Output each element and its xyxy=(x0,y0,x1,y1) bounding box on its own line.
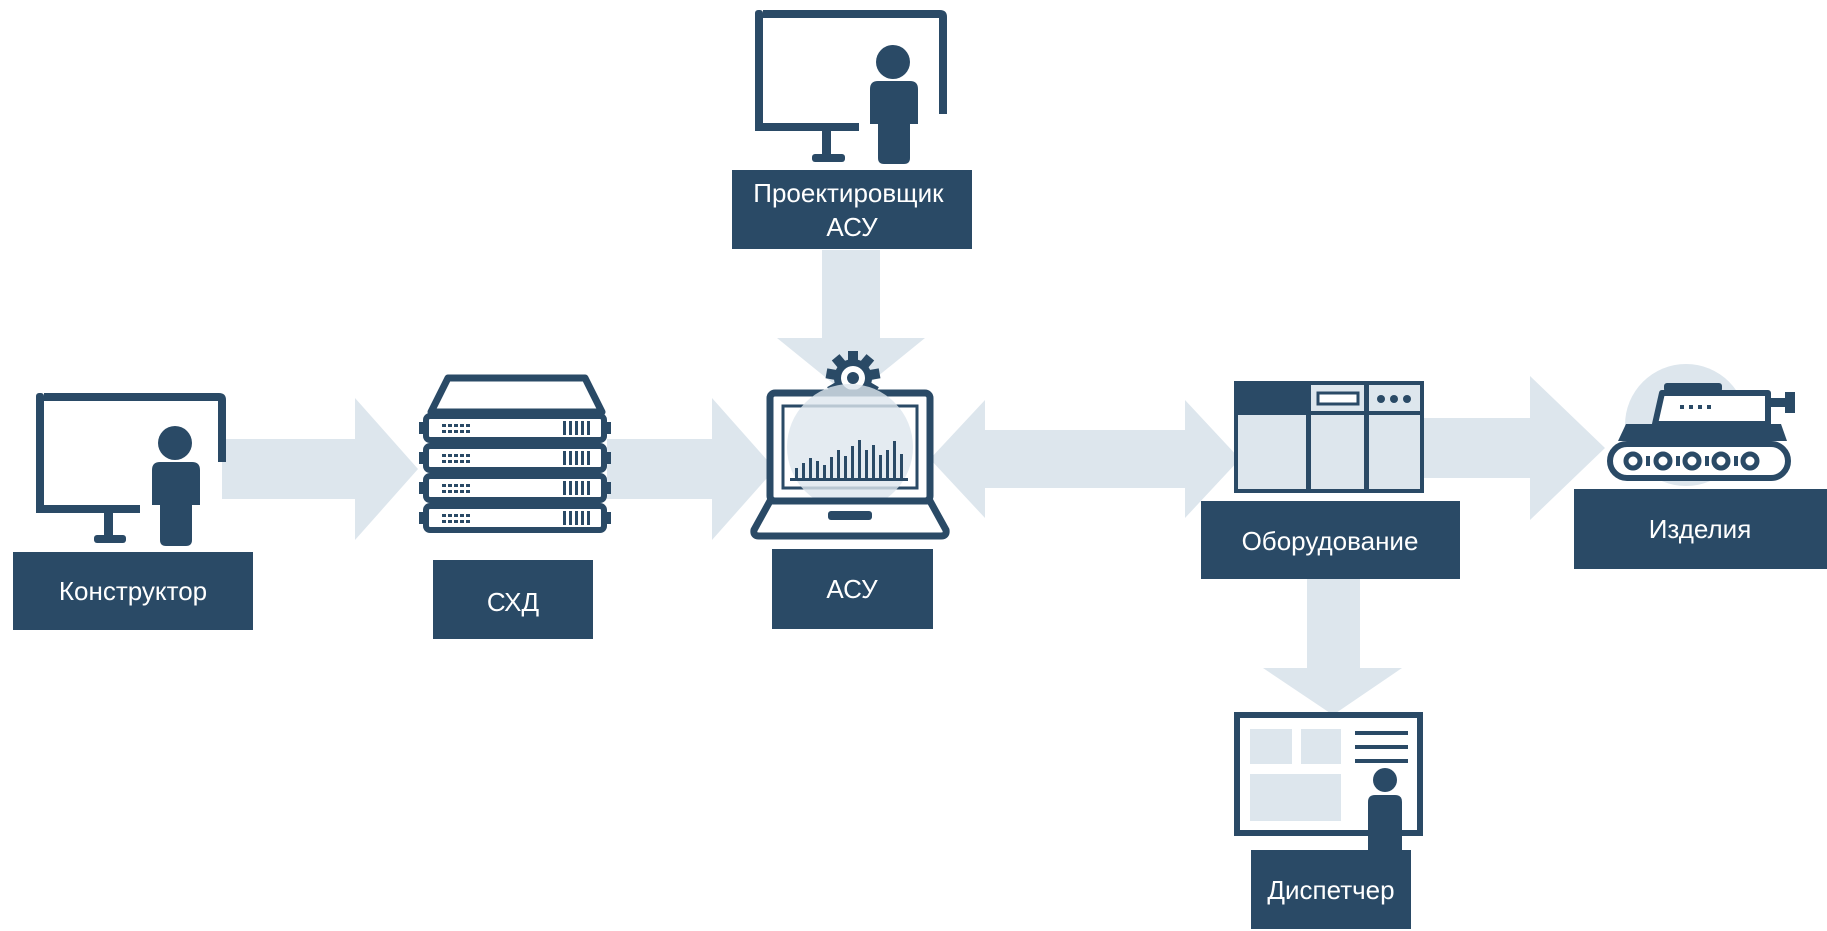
konstruktor-label: Конструктор xyxy=(59,576,207,606)
izdeliya-label-box xyxy=(1574,489,1827,569)
izdeliya-label: Изделия xyxy=(1649,514,1752,544)
node-dispetcher: Диспетчер xyxy=(1234,712,1423,929)
dispetcher-label: Диспетчер xyxy=(1267,875,1394,905)
node-konstruktor: Конструктор xyxy=(13,393,253,630)
tank-icon xyxy=(1607,364,1795,486)
dispetcher-label-box xyxy=(1251,850,1411,929)
konstruktor-label-box xyxy=(13,552,253,630)
proektirovshchik-label-line1: Проектировщик xyxy=(753,178,944,208)
arrow-proektirovshchik-to-asu xyxy=(777,250,925,398)
monitor-with-person-icon xyxy=(755,10,947,164)
proektirovshchik-label-line2: АСУ xyxy=(826,212,878,242)
oborudovanie-label-box xyxy=(1201,501,1460,579)
proektirovshchik-label-box xyxy=(732,170,972,249)
node-izdeliya: Изделия xyxy=(1574,364,1827,569)
server-rack-icon xyxy=(419,374,611,533)
asu-label: АСУ xyxy=(826,574,878,604)
node-asu: АСУ xyxy=(750,351,950,629)
node-proektirovshchik: Проектировщик АСУ xyxy=(732,10,972,249)
arrow-oborudovanie-to-izdeliya xyxy=(1422,376,1605,520)
flow-arrows xyxy=(222,250,1605,715)
arrow-konstruktor-to-skhd xyxy=(222,398,418,540)
oborudovanie-label: Оборудование xyxy=(1242,526,1419,556)
proektirovshchik-label: Проектировщик АСУ xyxy=(753,178,950,242)
arrow-oborudovanie-to-dispetcher xyxy=(1263,578,1402,715)
node-oborudovanie: Оборудование xyxy=(1201,381,1460,579)
dispatch-board-with-person-icon xyxy=(1234,712,1423,852)
arrow-skhd-to-asu xyxy=(607,398,775,540)
asu-label-box xyxy=(772,549,933,629)
arrow-asu-oborudovanie-bidirectional xyxy=(930,400,1240,518)
monitor-with-person-icon xyxy=(36,393,226,546)
laptop-with-chart-icon xyxy=(750,384,950,540)
equipment-cabinet-icon xyxy=(1234,381,1424,493)
node-skhd: СХД xyxy=(419,374,611,639)
skhd-label-box xyxy=(433,560,593,639)
skhd-label: СХД xyxy=(487,587,540,617)
